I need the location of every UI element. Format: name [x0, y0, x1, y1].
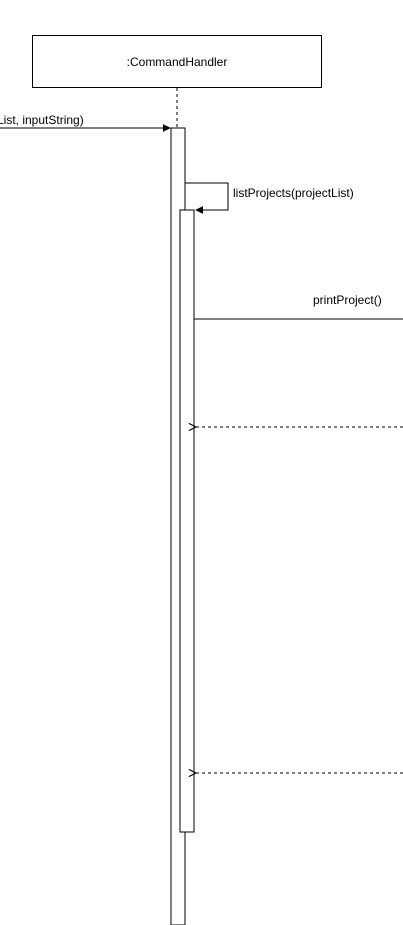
self-call-arrow: [185, 182, 229, 214]
self-call-label: listProjects(projectList): [233, 186, 354, 200]
participant-name: :CommandHandler: [126, 54, 228, 69]
activation-bar-inner: [179, 209, 195, 833]
incoming-call-label: List, inputString): [0, 113, 84, 127]
participant-box: :CommandHandler: [32, 35, 322, 88]
outgoing-call-label: printProject(): [313, 293, 382, 307]
